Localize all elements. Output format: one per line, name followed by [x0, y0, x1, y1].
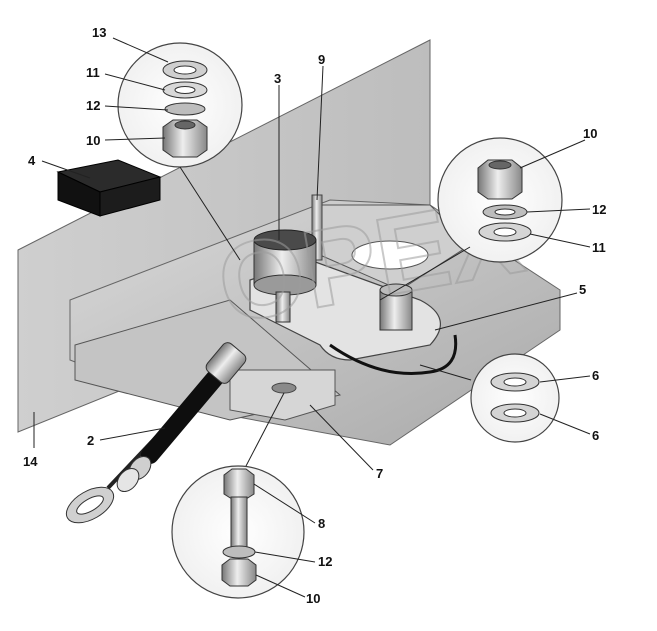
- cable-loop: [329, 334, 458, 375]
- cylinder-stem: [275, 291, 291, 323]
- callout-10-bottom: 10: [306, 591, 320, 606]
- detail-circle-washers-6: [470, 353, 560, 443]
- callout-14: 14: [23, 454, 38, 469]
- callout-6-lower: 6: [592, 428, 599, 443]
- leader-lines: [33, 37, 591, 598]
- callout-labels: 13 11 12 10 4 3 9 10 12 11 5 6 6 2 7 8 1…: [23, 25, 606, 606]
- guide-slot: [351, 240, 429, 270]
- cable-eye-inner: [76, 495, 104, 515]
- detail-circle-right: [437, 137, 563, 263]
- callout-10-right: 10: [583, 126, 597, 141]
- callout-2: 2: [87, 433, 94, 448]
- bolt-8-head: [223, 468, 255, 500]
- callout-8: 8: [318, 516, 325, 531]
- callout-3: 3: [274, 71, 281, 86]
- callout-9: 9: [318, 52, 325, 67]
- callout-6-upper: 6: [592, 368, 599, 383]
- callout-10: 10: [86, 133, 100, 148]
- cable-ferrule: [205, 342, 247, 384]
- callout-4: 4: [28, 153, 36, 168]
- callout-12-right: 12: [592, 202, 606, 217]
- bolt-8-shank: [230, 496, 248, 548]
- block-4-side: [99, 176, 161, 217]
- nut-10-bottom: [221, 558, 257, 587]
- callout-13: 13: [92, 25, 106, 40]
- cable-sheath: [141, 369, 224, 464]
- callout-5: 5: [579, 282, 586, 297]
- nut-10-right: [477, 159, 523, 200]
- cylinder-top-3: [253, 229, 317, 251]
- detail-circle-bottom: [171, 465, 305, 599]
- callout-11-right: 11: [592, 240, 606, 255]
- bracket-hole: [271, 382, 297, 394]
- callout-7: 7: [376, 466, 383, 481]
- nut-10-top: [162, 119, 208, 158]
- callout-12-bottom: 12: [318, 554, 332, 569]
- spring-washer-12: [164, 102, 206, 116]
- detail-circle-top: [117, 42, 243, 168]
- spring-washer-12-bottom: [222, 545, 256, 559]
- callout-12: 12: [86, 98, 100, 113]
- cable-nut-b: [116, 467, 140, 493]
- callout-11: 11: [86, 65, 100, 80]
